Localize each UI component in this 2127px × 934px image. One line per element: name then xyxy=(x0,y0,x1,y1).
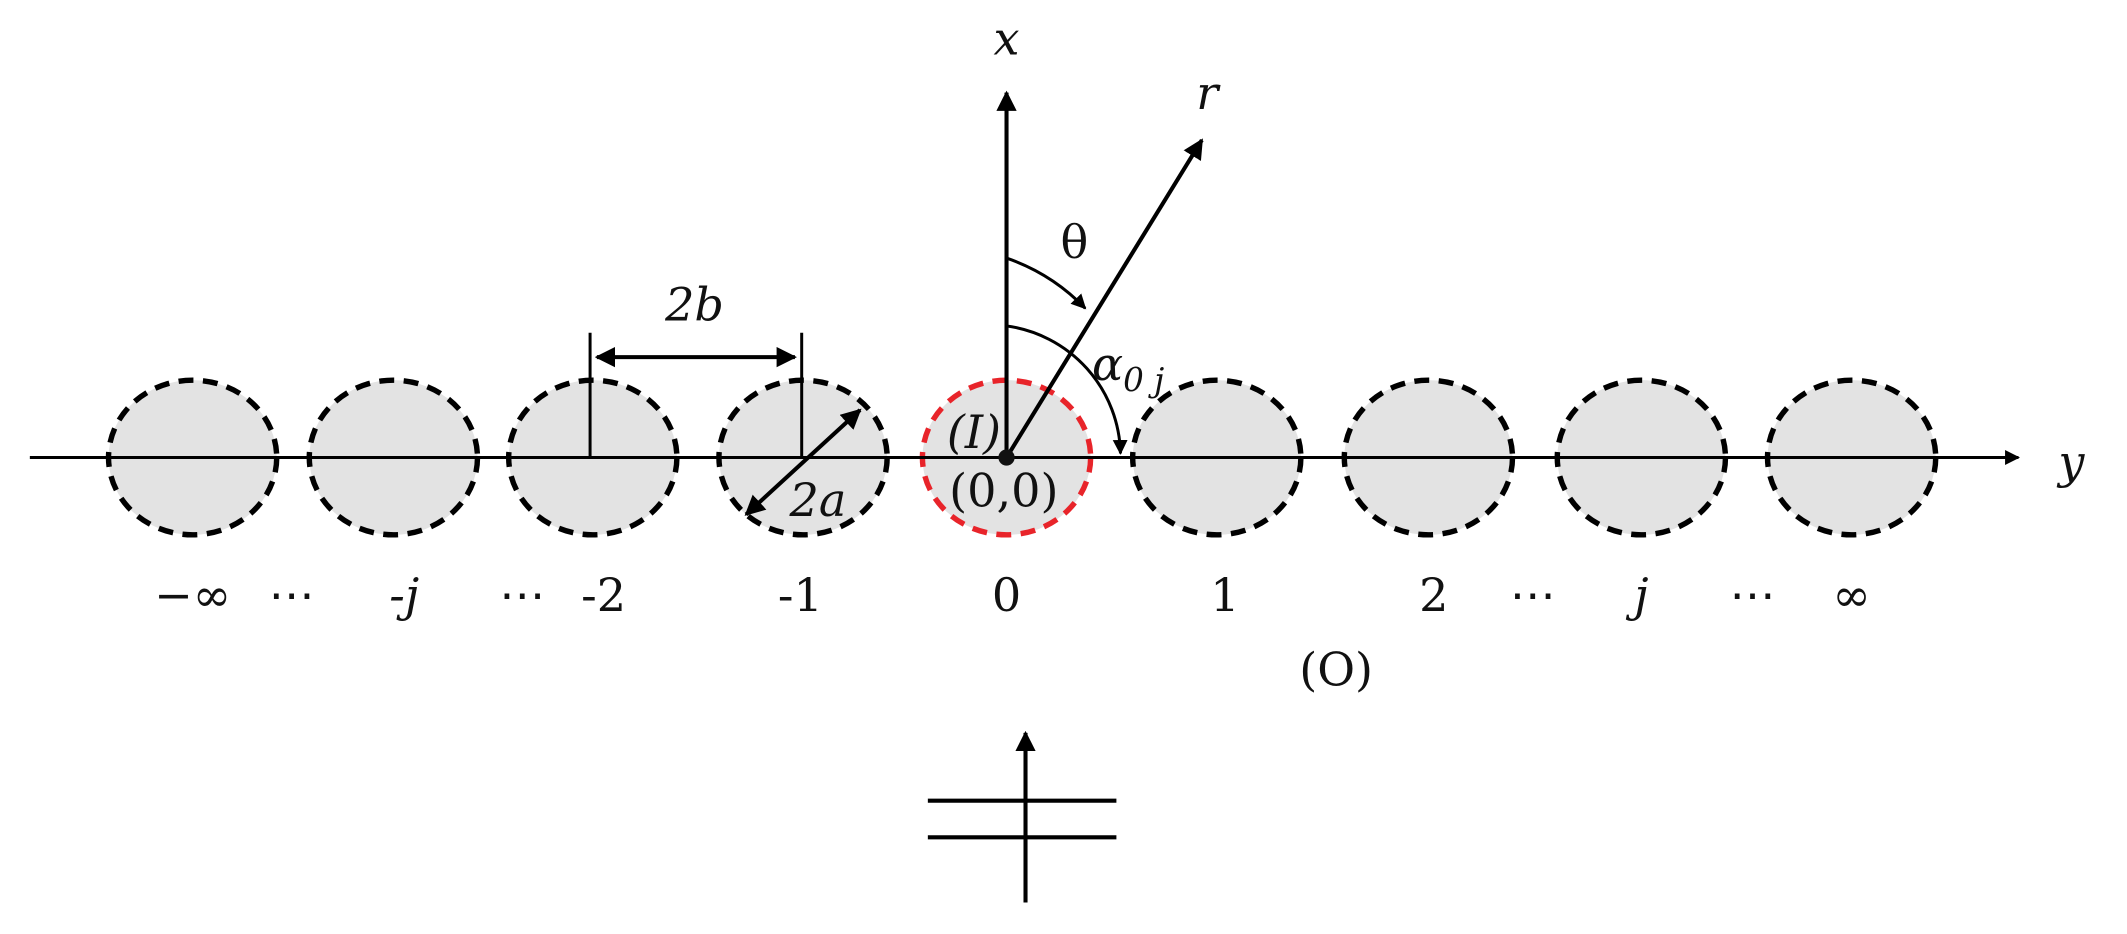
index-label: -1 xyxy=(778,568,823,622)
index-label: ⋯ xyxy=(269,568,315,622)
inner-region-label: (I) xyxy=(947,405,1001,459)
index-label: ⋯ xyxy=(499,568,545,622)
index-label: -j xyxy=(389,568,419,622)
index-label: ⋯ xyxy=(1730,568,1776,622)
x-axis-label: x xyxy=(994,12,1020,66)
theta-arc xyxy=(1006,256,1087,310)
index-label: 0 xyxy=(992,568,1021,622)
index-label: j xyxy=(1625,568,1648,622)
diameter-label: 2a xyxy=(789,473,847,527)
index-label: −∞ xyxy=(154,568,231,622)
alpha-subscript: 0 j xyxy=(1123,361,1164,399)
alpha-arc xyxy=(1006,324,1128,455)
index-label: 2 xyxy=(1419,568,1448,622)
r-axis-label: r xyxy=(1196,66,1221,120)
diameter-arrow xyxy=(744,408,862,516)
spacing-label: 2b xyxy=(664,277,724,331)
index-label: ⋯ xyxy=(1510,568,1556,622)
theta-label: θ xyxy=(1060,215,1088,269)
r-axis-line xyxy=(1004,138,1204,459)
symmetry-symbol xyxy=(927,730,1117,903)
index-label: -2 xyxy=(581,568,626,622)
index-label: ∞ xyxy=(1832,568,1870,622)
index-label: 1 xyxy=(1210,568,1239,622)
outer-region-label: (O) xyxy=(1299,642,1373,696)
index-labels: −∞ ⋯ -j ⋯ -2 -1 0 1 2 ⋯ j ⋯ ∞ xyxy=(154,568,1871,622)
y-axis-label: y xyxy=(2056,435,2085,489)
alpha-symbol: α xyxy=(1092,337,1123,391)
alpha-label: α0 j xyxy=(1092,337,1164,399)
origin-dot xyxy=(998,449,1015,466)
origin-label: (0,0) xyxy=(949,463,1058,517)
